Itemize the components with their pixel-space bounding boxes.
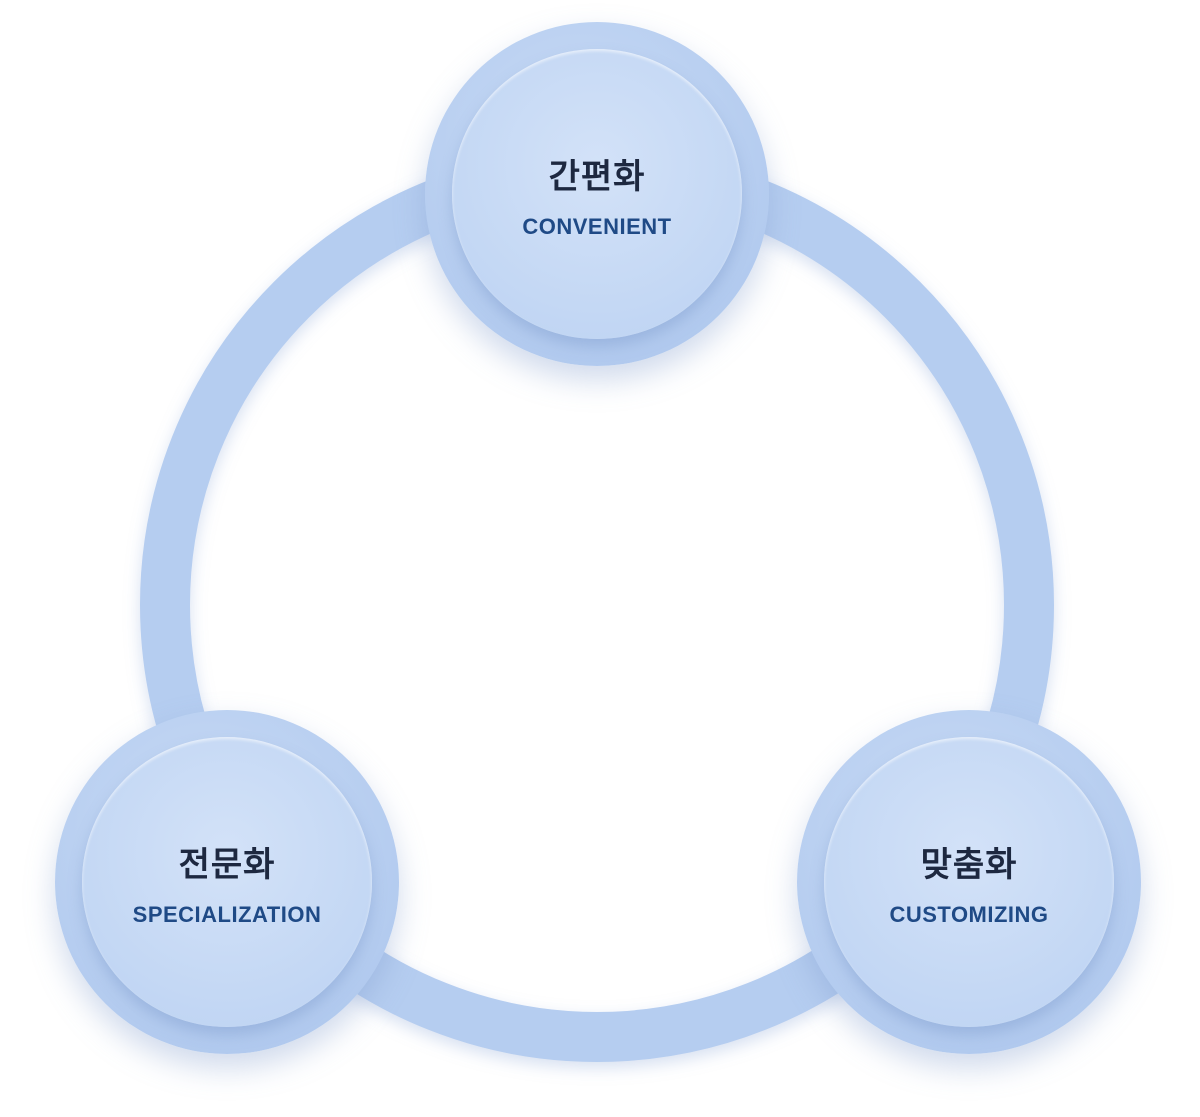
- node-inner-disk: 간편화 CONVENIENT: [452, 49, 742, 339]
- node-title-en: SPECIALIZATION: [132, 901, 322, 927]
- node-specialization: 전문화 SPECIALIZATION: [55, 710, 399, 1054]
- node-title-en: CONVENIENT: [522, 213, 672, 239]
- node-convenient: 간편화 CONVENIENT: [425, 22, 769, 366]
- node-title-ko: 맞춤화: [920, 844, 1018, 885]
- node-customizing: 맞춤화 CUSTOMIZING: [797, 710, 1141, 1054]
- node-title-ko: 전문화: [178, 844, 276, 885]
- node-inner-disk: 전문화 SPECIALIZATION: [82, 737, 372, 1027]
- node-inner-disk: 맞춤화 CUSTOMIZING: [824, 737, 1114, 1027]
- node-title-ko: 간편화: [548, 156, 646, 197]
- node-title-en: CUSTOMIZING: [889, 901, 1049, 927]
